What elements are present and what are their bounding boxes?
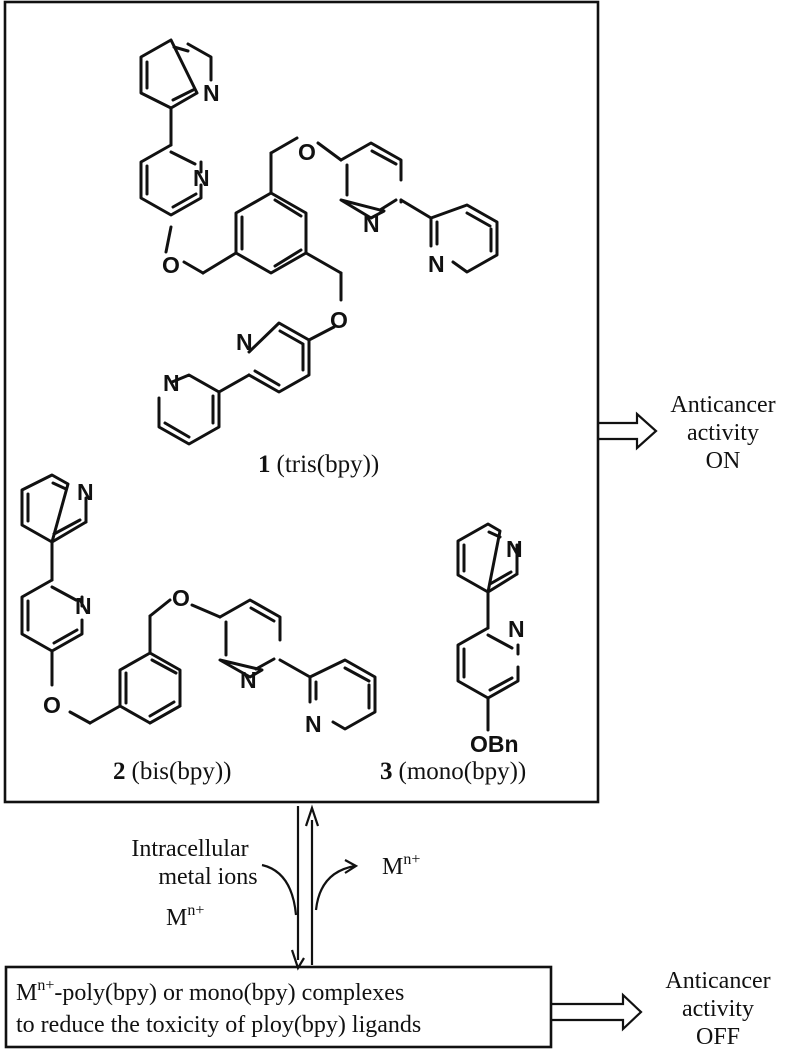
atom-n-2a: N bbox=[77, 479, 94, 505]
activity-on-line2: activity bbox=[687, 420, 759, 446]
activity-off-line3: OFF bbox=[696, 1024, 740, 1050]
atom-n-2b: N bbox=[75, 593, 92, 619]
compound-1-structure bbox=[139, 38, 499, 446]
atom-n-1c: N bbox=[363, 211, 380, 237]
arrow-activity-off bbox=[551, 992, 643, 1032]
atom-n-1b: N bbox=[193, 165, 210, 191]
compound-3-structure bbox=[456, 522, 520, 732]
metal-ion-in: Mn+ bbox=[166, 902, 204, 931]
atom-o-1a: O bbox=[162, 252, 180, 278]
atom-n-2c: N bbox=[240, 667, 257, 693]
atom-obn-3: OBn bbox=[470, 731, 519, 757]
atom-n-3b: N bbox=[508, 616, 525, 642]
incoming-metal-arrow bbox=[261, 863, 298, 916]
complex-box bbox=[4, 965, 553, 1049]
atom-n-1f: N bbox=[163, 370, 180, 396]
released-metal-arrow bbox=[314, 864, 356, 911]
atom-o-1b: O bbox=[298, 139, 316, 165]
compound-box bbox=[3, 0, 600, 804]
complex-box-line1: Mn+-poly(bpy) or mono(bpy) complexes bbox=[16, 977, 404, 1006]
compound-3-label: 3(mono(bpy)) bbox=[380, 758, 526, 785]
atom-n-3a: N bbox=[506, 536, 523, 562]
compound-2-structure bbox=[20, 473, 377, 731]
compound-1-label: 1(tris(bpy)) bbox=[258, 451, 379, 478]
compound-2-label: 2(bis(bpy)) bbox=[113, 758, 231, 785]
activity-off-line2: activity bbox=[682, 996, 754, 1022]
atom-n-1e: N bbox=[236, 329, 253, 355]
activity-on-line3: ON bbox=[706, 448, 741, 474]
activity-on-line1: Anticancer bbox=[670, 392, 775, 418]
atom-o-2a: O bbox=[43, 692, 61, 718]
equilibrium-arrows bbox=[261, 804, 359, 971]
atom-o-2b: O bbox=[172, 585, 190, 611]
metal-ions-line1: Intracellular bbox=[131, 836, 248, 862]
atom-n-1d: N bbox=[428, 251, 445, 277]
metal-ion-out: Mn+ bbox=[382, 851, 420, 880]
atom-o-1c: O bbox=[330, 307, 348, 333]
atom-n-1a: N bbox=[203, 80, 220, 106]
complex-box-line2: to reduce the toxicity of ploy(bpy) liga… bbox=[16, 1012, 421, 1038]
atom-n-2d: N bbox=[305, 711, 322, 737]
arrow-activity-on bbox=[598, 411, 658, 451]
metal-ions-line2: metal ions bbox=[158, 864, 257, 890]
activity-off-line1: Anticancer bbox=[665, 968, 770, 994]
